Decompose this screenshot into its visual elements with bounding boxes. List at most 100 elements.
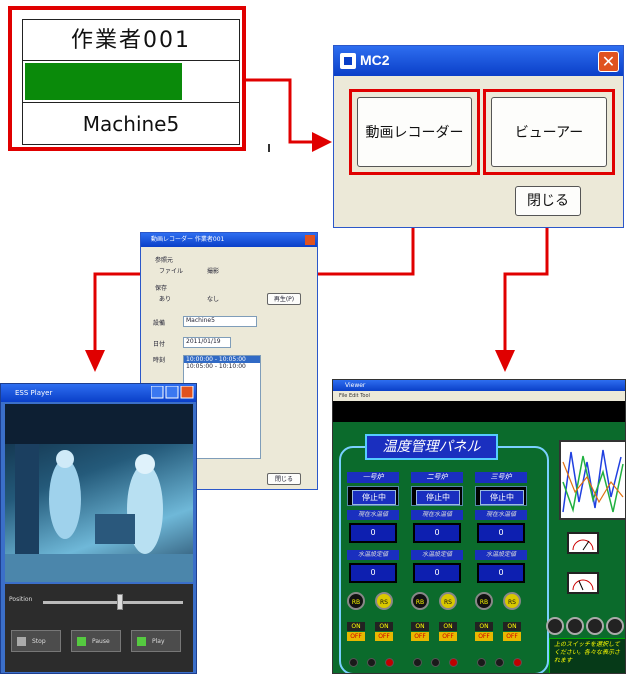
gauge-meter	[567, 572, 599, 594]
rb-knob[interactable]: RB	[411, 592, 429, 610]
small-tick-mark	[268, 144, 270, 152]
furnace-column-1: 一号炉 停止中 現在水温値 0 水温設定値 0 RB RS	[343, 468, 403, 618]
recorder-ok-button[interactable]: 閉じる	[267, 473, 301, 485]
recorder-close-icon[interactable]	[305, 235, 315, 245]
viewer-titlebar[interactable]: Viewer	[333, 380, 625, 391]
selector-knobs[interactable]	[545, 616, 626, 636]
radio-b[interactable]: なし	[207, 296, 220, 303]
video-scene-image	[5, 404, 193, 582]
window-controls[interactable]	[151, 386, 195, 400]
close-icon[interactable]: ✕	[598, 51, 619, 72]
furnace-name: 三号炉	[475, 472, 527, 483]
video-frame[interactable]	[5, 404, 193, 582]
time-list-item[interactable]: 10:05:00 - 10:10:00	[186, 363, 246, 370]
viewer-highlight: ビューアー	[483, 89, 615, 175]
furnace-column-3: 三号炉 停止中 現在水温値 0 水温設定値 0 RB RS	[471, 468, 531, 618]
off-switch[interactable]: OFF	[503, 632, 521, 641]
app-icon	[340, 53, 356, 69]
time-list-item[interactable]: 10:00:00 - 10:05:00	[184, 356, 260, 363]
viewer-toolbar-area	[333, 401, 625, 422]
current-temp-value: 0	[477, 523, 525, 543]
machine-select[interactable]: Machine5	[183, 316, 257, 327]
mc2-title: MC2	[360, 52, 390, 68]
status-led	[385, 658, 394, 667]
play-toggle-button[interactable]: Play	[131, 630, 181, 652]
status-led	[367, 658, 376, 667]
trend-chart-lines	[562, 449, 624, 513]
video-recorder-button[interactable]: 動画レコーダー	[357, 97, 472, 167]
rs-knob[interactable]: RS	[375, 592, 393, 610]
pause-button[interactable]: Pause	[71, 630, 121, 652]
current-temp-label: 現在水温値	[411, 510, 463, 520]
setpoint-label: 水温設定値	[411, 550, 463, 560]
panel-heading: 温度管理パネル	[365, 434, 498, 460]
viewer-button[interactable]: ビューアー	[491, 97, 607, 167]
position-slider-thumb[interactable]	[117, 594, 123, 610]
worker-progress-fill	[25, 63, 182, 100]
play-indicator	[137, 637, 146, 646]
rs-knob[interactable]: RS	[439, 592, 457, 610]
play-button[interactable]: 再生(P)	[267, 293, 301, 305]
trend-chart	[559, 440, 625, 520]
arrowhead-mc2	[312, 132, 332, 152]
date-label: 日付	[153, 341, 166, 348]
on-switch[interactable]: ON	[503, 622, 521, 631]
on-switch[interactable]: ON	[475, 622, 493, 631]
on-switch[interactable]: ON	[347, 622, 365, 631]
machine-name: Machine5	[82, 112, 180, 136]
status-text: 停止中	[480, 490, 524, 505]
slider-label: Position	[9, 596, 33, 603]
worker-status-card[interactable]: 作業者001 Machine5	[8, 6, 246, 151]
off-switch[interactable]: OFF	[375, 632, 393, 641]
close-button[interactable]: 閉じる	[515, 186, 581, 216]
furnace-name: 一号炉	[347, 472, 399, 483]
radio-file[interactable]: ファイル	[159, 268, 184, 275]
setpoint-label: 水温設定値	[475, 550, 527, 560]
status-led	[495, 658, 504, 667]
status-display: 停止中	[411, 486, 463, 506]
off-switch[interactable]: OFF	[439, 632, 457, 641]
mc2-dialog: MC2 ✕ 動画レコーダー ビューアー 閉じる	[333, 45, 624, 228]
worker-name: 作業者001	[23, 20, 239, 61]
status-text: 停止中	[352, 490, 396, 505]
video-recorder-highlight: 動画レコーダー	[349, 89, 480, 175]
position-slider-track[interactable]	[43, 601, 183, 604]
instruction-message: 上のスイッチを選択してください。各々な表示されます	[549, 638, 625, 673]
rb-knob[interactable]: RB	[475, 592, 493, 610]
arrow-card-to-mc2	[246, 78, 312, 144]
off-switch[interactable]: OFF	[411, 632, 429, 641]
setpoint-value[interactable]: 0	[413, 563, 461, 583]
setpoint-value[interactable]: 0	[349, 563, 397, 583]
rb-knob[interactable]: RB	[347, 592, 365, 610]
mc2-titlebar[interactable]: MC2 ✕	[334, 46, 623, 76]
status-led	[431, 658, 440, 667]
on-switch[interactable]: ON	[411, 622, 429, 631]
on-switch[interactable]: ON	[439, 622, 457, 631]
on-switch[interactable]: ON	[375, 622, 393, 631]
pause-label: Pause	[92, 638, 110, 645]
furnace-name: 二号炉	[411, 472, 463, 483]
current-temp-label: 現在水温値	[347, 510, 399, 520]
viewer-menubar[interactable]: File Edit Tool	[333, 391, 625, 401]
status-display: 停止中	[475, 486, 527, 506]
rs-knob[interactable]: RS	[503, 592, 521, 610]
viewer-window: Viewer File Edit Tool 温度管理パネル 一号炉 停止中 現在…	[332, 379, 626, 674]
stop-button[interactable]: Stop	[11, 630, 61, 652]
recorder-dialog: 動画レコーダー 作業者001 参照元 ファイル 撮影 保存 あり なし 再生(P…	[140, 232, 318, 490]
radio-camera[interactable]: 撮影	[207, 268, 220, 275]
off-switch[interactable]: OFF	[475, 632, 493, 641]
arrowhead-player	[85, 350, 105, 372]
gauge-needle	[572, 539, 594, 551]
radio-a[interactable]: あり	[159, 296, 172, 303]
video-player-window: ESS Player Position Stop Pause Play	[0, 383, 197, 674]
setpoint-value[interactable]: 0	[477, 563, 525, 583]
worker-card-inner: 作業者001 Machine5	[22, 19, 240, 145]
date-field[interactable]: 2011/01/19	[183, 337, 231, 348]
section-save-label: 保存	[155, 285, 168, 292]
status-led	[449, 658, 458, 667]
stop-label: Stop	[32, 638, 46, 645]
off-switch[interactable]: OFF	[347, 632, 365, 641]
pause-indicator	[77, 637, 86, 646]
video-player-titlebar[interactable]: ESS Player	[1, 384, 196, 402]
recorder-titlebar[interactable]: 動画レコーダー 作業者001	[141, 233, 317, 247]
